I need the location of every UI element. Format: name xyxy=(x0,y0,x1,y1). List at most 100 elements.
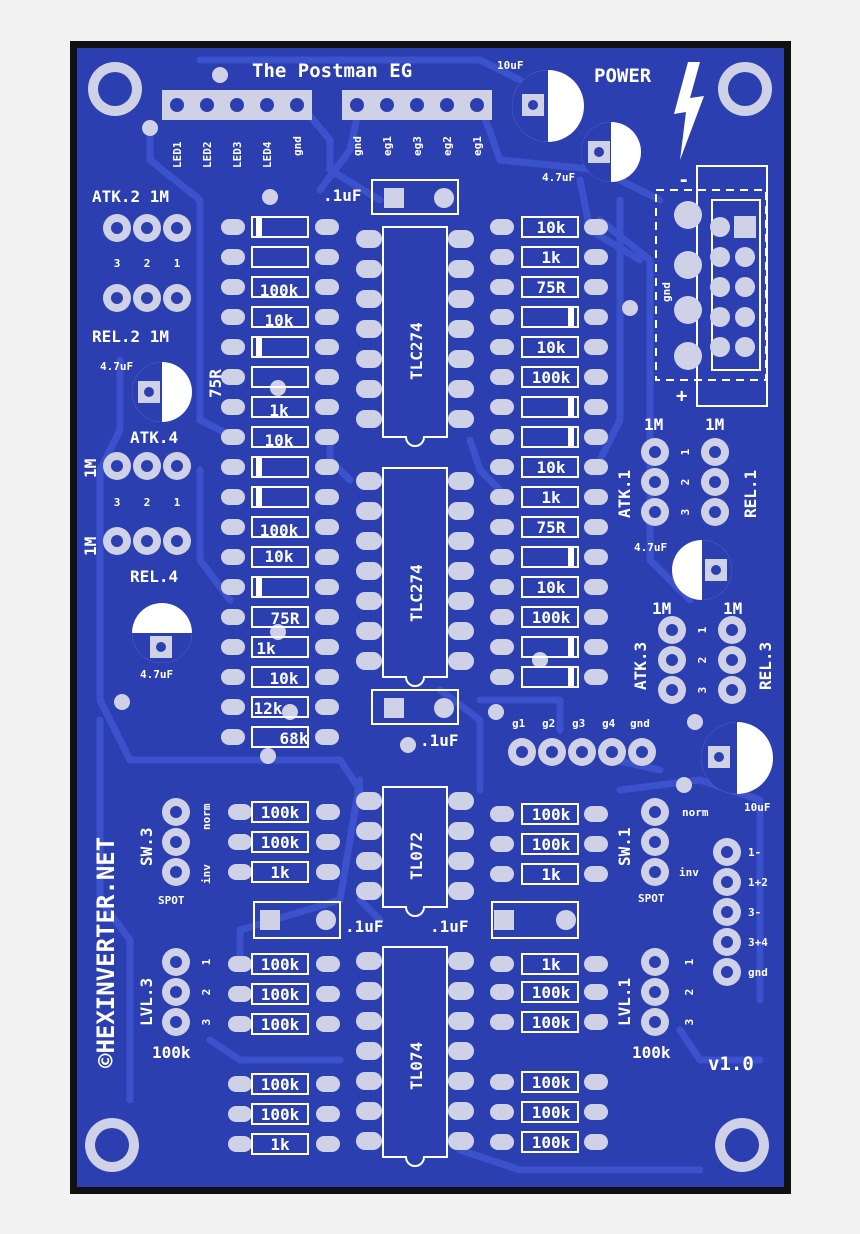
resistor-pad xyxy=(584,429,608,445)
trim-atk4-pin1: 1 xyxy=(174,496,181,509)
resistor-pad xyxy=(316,1016,340,1032)
resistor-pad xyxy=(221,279,245,295)
res-mid-right-100k-a: 100k xyxy=(532,805,571,824)
resistor-pad xyxy=(584,489,608,505)
res-right-10k-b: 10k xyxy=(537,338,566,357)
header-mid-g1: g1 xyxy=(512,717,526,730)
cap-10uf-right-label: 10uF xyxy=(744,801,771,814)
trim-label-rel4: REL.4 xyxy=(130,567,178,586)
resistor-body xyxy=(521,486,579,508)
power-connector-gnd: gnd xyxy=(660,282,673,302)
resistor-pad xyxy=(584,866,608,882)
resistor-pad xyxy=(490,1104,514,1120)
resistor-body xyxy=(251,1073,309,1095)
resistor-pad xyxy=(221,699,245,715)
resistor-pad xyxy=(584,579,608,595)
resistor-pad xyxy=(490,639,514,655)
resistor-body xyxy=(251,546,309,568)
resistor-pad xyxy=(315,669,339,685)
cap-01uf-top xyxy=(371,179,459,215)
res-left-100k-a: 100k xyxy=(260,281,299,300)
resistor-pad xyxy=(490,579,514,595)
resistor-body xyxy=(251,336,309,358)
cap-10uf-top-label: 10uF xyxy=(497,59,524,72)
resistor-pad xyxy=(584,1134,608,1150)
resistor-body xyxy=(251,516,309,538)
res-right-10k-d: 10k xyxy=(537,578,566,597)
diode-band xyxy=(256,218,262,236)
cap-01uf-low-right xyxy=(491,901,579,939)
res-left-10k-b: 10k xyxy=(265,431,294,450)
resistor-body xyxy=(251,983,309,1005)
power-connector-minus: - xyxy=(678,169,689,191)
trim-label-1m-rel3: 1M xyxy=(723,599,742,618)
resistor-pad xyxy=(584,309,608,325)
res-left-100k-b: 100k xyxy=(260,521,299,540)
resistor-pad xyxy=(228,804,252,820)
resistor-pad xyxy=(315,639,339,655)
trimmer-holes xyxy=(111,222,738,1028)
resistor-pad xyxy=(584,956,608,972)
resistor-body xyxy=(521,426,579,448)
switch-sw1-spot: SPOT xyxy=(638,892,665,905)
cap-4-7uf-left-bottom-label: 4.7uF xyxy=(140,668,173,681)
resistor-body xyxy=(251,1013,309,1035)
resistor-pad xyxy=(490,519,514,535)
cap-4-7uf-right-label: 4.7uF xyxy=(634,541,667,554)
switch-label-sw3: SW.3 xyxy=(137,827,156,866)
resistor-pad xyxy=(584,459,608,475)
header-label-eg3: eg3 xyxy=(411,136,424,156)
resistor-pad xyxy=(228,834,252,850)
resistor-pad xyxy=(490,549,514,565)
header-mid-gnd: gnd xyxy=(630,717,650,730)
header-label-led2: LED2 xyxy=(201,142,214,169)
resistor-pad xyxy=(490,459,514,475)
resistor-body xyxy=(251,456,309,478)
resistor-body xyxy=(521,276,579,298)
trim-lvl3-pin3: 3 xyxy=(200,1019,213,1026)
resistor-pad xyxy=(490,836,514,852)
header-right-3plus4: 3+4 xyxy=(748,936,768,949)
resistor-pad xyxy=(584,399,608,415)
resistor-body xyxy=(521,396,579,418)
trim-label-lvl3-value: 100k xyxy=(152,1043,191,1062)
resistor-pad xyxy=(221,549,245,565)
power-connector-plus: + xyxy=(676,385,687,407)
resistor-pad xyxy=(490,984,514,1000)
resistor-pad xyxy=(316,804,340,820)
trim-atk3-pin2: 2 xyxy=(696,657,709,664)
resistor-pad xyxy=(490,249,514,265)
header-right-1plus2: 1+2 xyxy=(748,876,768,889)
resistor-pad xyxy=(584,339,608,355)
header-label-led1: LED1 xyxy=(171,141,184,168)
resistor-body xyxy=(521,576,579,598)
res-mid-left-100k-b: 100k xyxy=(261,833,300,852)
res-right-1k-a: 1k xyxy=(541,248,561,267)
resistor-columns-lower xyxy=(228,801,608,1155)
resistor-pad xyxy=(584,1014,608,1030)
ic-outlines xyxy=(382,226,448,1167)
resistor-pad xyxy=(221,399,245,415)
header-label-led4: LED4 xyxy=(261,141,274,168)
trim-label-lvl1-value: 100k xyxy=(632,1043,671,1062)
resistor-body xyxy=(251,396,309,418)
resistor-pad xyxy=(221,579,245,595)
cap-4-7uf-top-label: 4.7uF xyxy=(542,171,575,184)
switch-sw1-norm: norm xyxy=(682,806,709,819)
resistor-pad xyxy=(316,834,340,850)
resistor-pad xyxy=(315,579,339,595)
resistor-body xyxy=(521,246,579,268)
res-mid-right-1k: 1k xyxy=(541,865,561,884)
cap-01uf-top-label: .1uF xyxy=(323,186,362,205)
res-right-75r-b: 75R xyxy=(537,518,566,537)
resistor-pad xyxy=(228,1136,252,1152)
res-left-10k-c: 10k xyxy=(265,547,294,566)
resistor-pad xyxy=(584,669,608,685)
resistor-body xyxy=(521,953,579,975)
trim-atk4-pin3: 3 xyxy=(114,496,121,509)
ic-label-tlc274-top: TLC274 xyxy=(407,322,426,380)
resistor-body xyxy=(251,606,309,628)
res-low-left-100k-b: 100k xyxy=(261,985,300,1004)
header-top-right xyxy=(342,90,492,120)
resistor-pad xyxy=(315,309,339,325)
